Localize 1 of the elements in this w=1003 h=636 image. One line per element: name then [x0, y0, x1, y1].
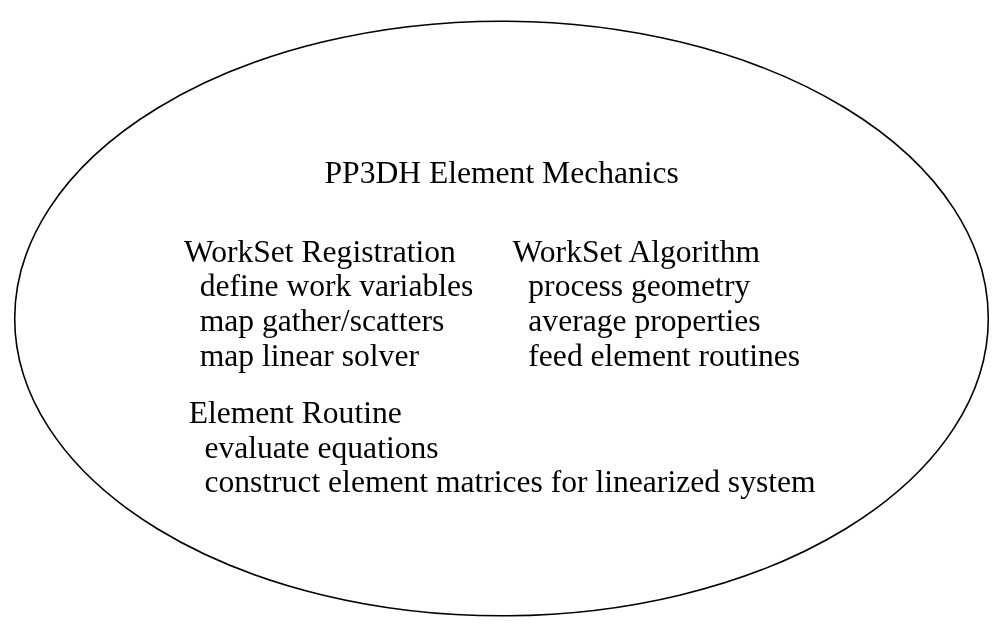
node-ellipse: PP3DH Element Mechanics WorkSet Registration define work variables map gather/scatters map linear solver WorkSet Algorithm process geometry average properties feed element routines Element Routine evaluate equations construct element matrices for linearized system [13, 19, 990, 617]
